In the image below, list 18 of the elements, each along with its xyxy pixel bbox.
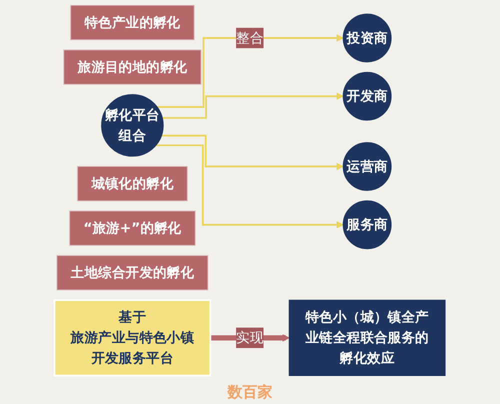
node-circle: 运营商 [342,142,392,191]
node-circle: 投资商 [342,14,392,62]
node-box: 特色小（城）镇全产业链全程联合服务的孵化效应 [288,300,446,376]
node-box: “旅游+”的孵化 [69,210,196,246]
arrow [162,134,344,170]
node-box: 特色产业的孵化 [70,5,195,40]
arrow [157,34,344,108]
arrow [162,92,344,119]
node-circle: 孵化平台 组合 [101,94,164,157]
edge-label: 实现 [236,329,264,346]
node-box: 基于 旅游产业与特色小镇开发服务平台 [54,299,212,376]
node-circle: 服务商 [342,200,392,250]
node-box: 土地综合开发的孵化 [56,255,208,290]
note-text: 数百家 [228,383,272,402]
edge-label: 整合 [236,29,264,46]
node-circle: 开发商 [342,72,392,121]
arrow [156,144,344,229]
node-box: 旅游目的地的孵化 [64,50,202,85]
